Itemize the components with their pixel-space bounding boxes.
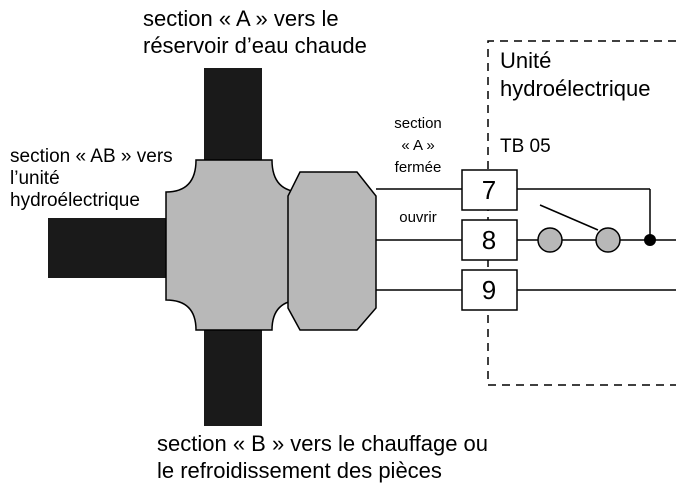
section-ab-label-1: section « AB » vers [10,146,173,167]
terminal-block-label: TB 05 [500,136,551,157]
terminal-8-label: 8 [482,225,496,255]
terminal-9-label: 9 [482,275,496,305]
unit-label-1: Unité [500,48,551,73]
section-ab-label-2: l’unité [10,168,60,189]
closed-label-1: section [394,115,442,132]
terminal-9 [461,269,518,311]
section-b-label-1: section « B » vers le chauffage ou [157,431,488,456]
closed-label-2: « A » [401,137,434,154]
open-label: ouvrir [399,209,437,226]
contact-left [537,227,563,253]
section-a-label-1: section « A » vers le [143,6,339,31]
valve-body [165,159,303,331]
pipe-section-ab [48,218,188,278]
terminal-7 [461,169,518,211]
switch-lever [539,204,599,231]
closed-label-3: fermée [395,159,442,176]
section-ab-label-3: hydroélectrique [10,190,140,211]
contact-right [595,227,621,253]
section-b-label-2: le refroidissement des pièces [157,458,442,483]
terminal-7-label: 7 [482,175,496,205]
section-a-label-2: réservoir d’eau chaude [143,33,367,58]
junction-dot [644,234,656,246]
terminal-8 [461,219,518,261]
unit-label-2: hydroélectrique [500,76,650,101]
valve-actuator [287,171,377,331]
